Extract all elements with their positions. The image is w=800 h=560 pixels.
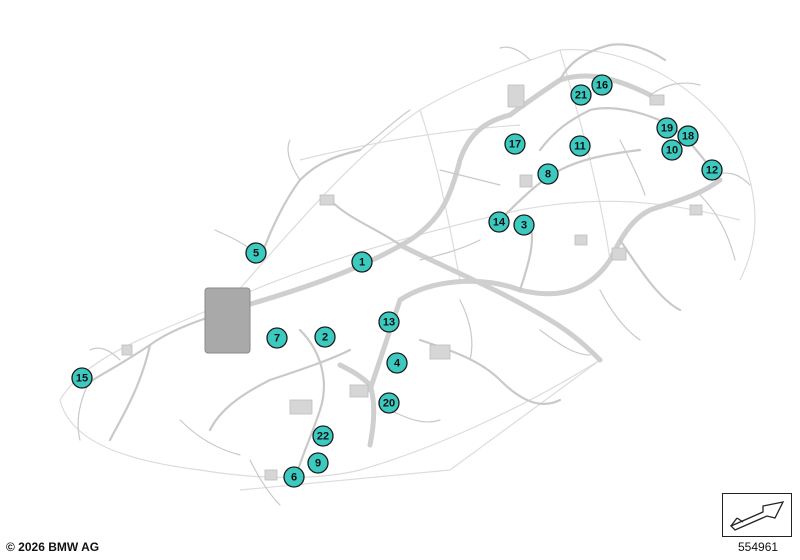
callout-2[interactable]: 2 — [314, 326, 336, 348]
callout-circle — [71, 367, 93, 389]
callout-label: 14 — [493, 217, 506, 229]
callout-label: 20 — [383, 398, 395, 410]
callout-circle — [378, 311, 400, 333]
callout-circle — [386, 352, 408, 374]
callout-8[interactable]: 8 — [537, 163, 559, 185]
callout-label: 18 — [682, 131, 694, 143]
callout-label: 7 — [274, 333, 280, 345]
callout-label: 11 — [574, 141, 586, 153]
callout-circle — [314, 326, 336, 348]
callout-20[interactable]: 20 — [378, 392, 400, 414]
callout-circle — [378, 392, 400, 414]
callout-label: 12 — [706, 165, 718, 177]
callout-circle — [677, 125, 699, 147]
callout-label: 4 — [394, 358, 401, 370]
callout-label: 16 — [596, 80, 608, 92]
callout-circle — [307, 452, 329, 474]
callout-9[interactable]: 9 — [307, 452, 329, 474]
callout-circle — [312, 425, 334, 447]
connector-blocks — [121, 84, 703, 481]
callout-13[interactable]: 13 — [378, 311, 400, 333]
callout-circle — [537, 163, 559, 185]
callout-label: 3 — [521, 220, 527, 232]
callout-circle — [591, 74, 613, 96]
callout-circle — [351, 251, 373, 273]
callout-10[interactable]: 10 — [661, 139, 683, 161]
callout-circle — [656, 117, 678, 139]
callout-18[interactable]: 18 — [677, 125, 699, 147]
callout-22[interactable]: 22 — [312, 425, 334, 447]
callout-circle — [283, 466, 305, 488]
callout-label: 1 — [359, 257, 365, 269]
callout-label: 6 — [291, 472, 297, 484]
callout-19[interactable]: 19 — [656, 117, 678, 139]
callout-16[interactable]: 16 — [591, 74, 613, 96]
callout-11[interactable]: 11 — [569, 135, 591, 157]
callout-label: 10 — [666, 145, 678, 157]
callout-label: 19 — [661, 123, 673, 135]
callout-3[interactable]: 3 — [513, 214, 535, 236]
callout-label: 5 — [253, 248, 259, 260]
callout-circle — [504, 133, 526, 155]
callout-circle — [661, 139, 683, 161]
callout-label: 21 — [575, 90, 587, 102]
navigation-arrow-button[interactable] — [722, 493, 792, 537]
callout-4[interactable]: 4 — [386, 352, 408, 374]
callout-14[interactable]: 14 — [488, 211, 510, 233]
arrow-navigation-icon — [729, 501, 785, 531]
copyright-text: © 2026 BMW AG — [6, 540, 100, 554]
callout-label: 13 — [383, 317, 395, 329]
callout-5[interactable]: 5 — [245, 242, 267, 264]
callout-label: 9 — [315, 458, 321, 470]
callout-circle — [570, 84, 592, 106]
callout-7[interactable]: 7 — [266, 327, 288, 349]
callout-circle — [701, 159, 723, 181]
callout-1[interactable]: 1 — [351, 251, 373, 273]
callout-circle — [266, 327, 288, 349]
fuse-box-block — [204, 287, 251, 354]
callout-label: 15 — [76, 373, 88, 385]
callout-15[interactable]: 15 — [71, 367, 93, 389]
main-harness-trunks — [227, 73, 723, 448]
callout-17[interactable]: 17 — [504, 133, 526, 155]
callout-circle — [569, 135, 591, 157]
callout-label: 22 — [317, 431, 329, 443]
callout-21[interactable]: 21 — [570, 84, 592, 106]
callout-circle — [245, 242, 267, 264]
callout-12[interactable]: 12 — [701, 159, 723, 181]
callout-label: 8 — [545, 169, 551, 181]
diagram-id: 554961 — [738, 540, 779, 554]
callout-6[interactable]: 6 — [283, 466, 305, 488]
callout-circle — [488, 211, 510, 233]
callout-label: 17 — [509, 139, 521, 151]
callout-label: 2 — [322, 332, 328, 344]
callout-circle — [513, 214, 535, 236]
